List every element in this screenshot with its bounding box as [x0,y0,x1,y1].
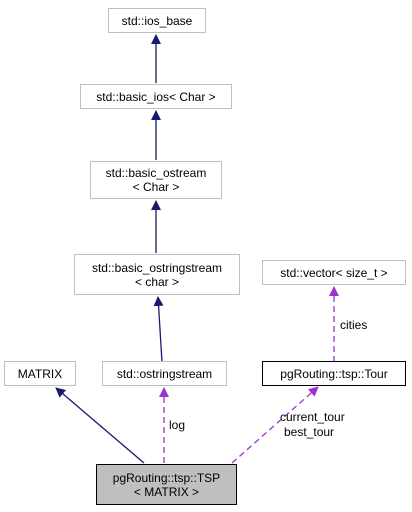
edge-label-best-tour: best_tour [284,425,335,439]
class-node-vector-label: std::vector< size_t > [280,265,388,280]
class-node-matrix[interactable]: MATRIX [4,361,76,386]
class-node-basic-ios[interactable]: std::basic_ios< Char > [80,84,232,109]
class-node-vector[interactable]: std::vector< size_t > [262,260,406,285]
class-node-basic-ostringstream[interactable]: std::basic_ostringstream < char > [74,254,240,295]
class-node-basic-ostringstream-label-2: < char > [134,274,180,289]
edge-tsp-to-matrix [55,387,145,464]
edge-tour-usage [231,386,319,464]
class-node-ios-base-label: std::ios_base [121,13,193,28]
class-node-basic-ostringstream-label-1: std::basic_ostringstream [91,260,223,275]
class-node-ostringstream[interactable]: std::ostringstream [102,361,227,386]
class-node-basic-ios-label: std::basic_ios< Char > [96,89,216,104]
class-node-tour-label: pgRouting::tsp::Tour [280,366,388,381]
class-node-basic-ostream-label-2: < Char > [132,180,180,194]
edge-label-log: log [169,418,186,432]
class-node-matrix-label: MATRIX [17,366,63,381]
class-node-basic-ostream[interactable]: std::basic_ostream < Char > [90,161,222,199]
edge-label-current-tour: current_tour [280,410,345,424]
class-node-tsp-label-1: pgRouting::tsp::TSP [112,470,221,485]
class-node-ios-base[interactable]: std::ios_base [108,8,206,33]
class-node-tsp-label-2: < MATRIX > [133,484,200,499]
edge-label-cities: cities [340,318,368,332]
class-node-basic-ostream-label-1: std::basic_ostream [105,166,207,180]
edge-ostringstream-to-basic-ostringstream [153,296,164,363]
class-node-ostringstream-label: std::ostringstream [116,366,213,381]
class-node-tour[interactable]: pgRouting::tsp::Tour [262,361,406,386]
class-node-tsp[interactable]: pgRouting::tsp::TSP < MATRIX > [96,464,237,505]
